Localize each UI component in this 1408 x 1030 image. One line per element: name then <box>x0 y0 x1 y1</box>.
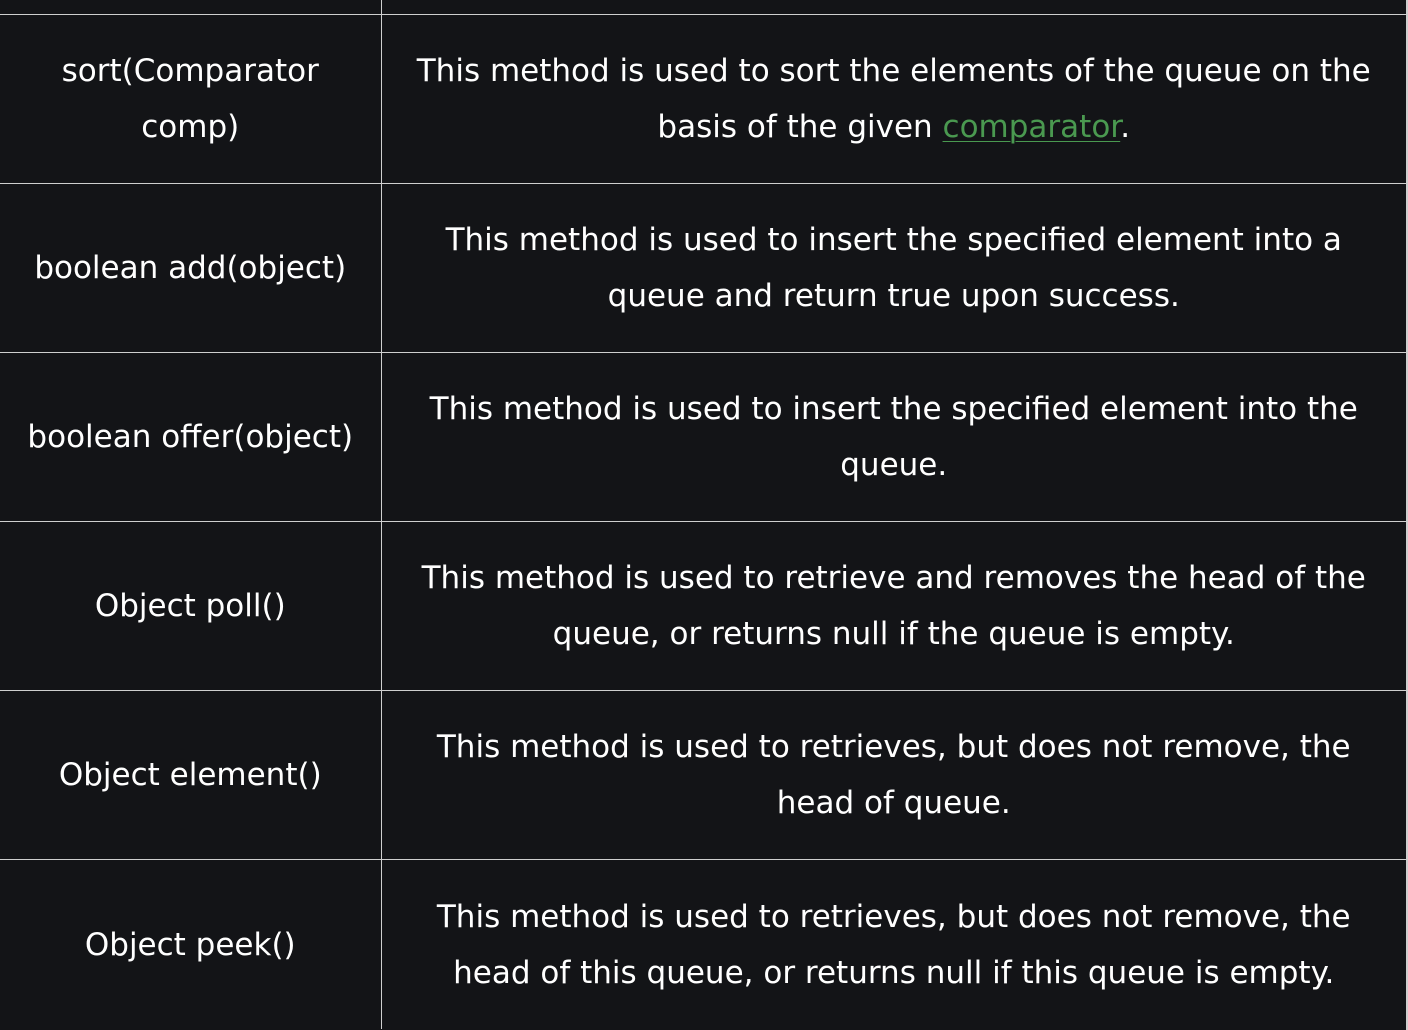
method-description: This method is used to insert the specif… <box>445 222 1342 314</box>
method-cell: sort(Comparator comp) <box>0 15 382 184</box>
table-row: boolean add(object) This method is used … <box>0 183 1406 353</box>
method-description: This method is used to insert the specif… <box>429 391 1358 483</box>
table-row: boolean offer(object) This method is use… <box>0 352 1406 522</box>
method-signature: sort(Comparator comp) <box>61 53 319 145</box>
column-divider <box>381 0 382 14</box>
method-signature: boolean add(object) <box>34 250 347 286</box>
method-description: This method is used to retrieve and remo… <box>421 560 1366 652</box>
method-cell: Object peek() <box>0 859 382 1029</box>
method-signature: Object poll() <box>94 588 286 624</box>
method-description: This method is used to retrieves, but do… <box>436 729 1351 821</box>
method-description: This method is used to sort the elements… <box>416 53 1371 145</box>
method-signature: boolean offer(object) <box>27 419 354 455</box>
methods-table: sort(Comparator comp) This method is use… <box>0 15 1406 1029</box>
description-cell: This method is used to retrieve and remo… <box>381 521 1406 691</box>
previous-row-stub <box>0 0 1406 15</box>
method-signature: Object element() <box>58 757 322 793</box>
table-row: Object poll() This method is used to ret… <box>0 521 1406 691</box>
description-cell: This method is used to sort the elements… <box>381 15 1406 184</box>
description-cell: This method is used to retrieves, but do… <box>381 690 1406 860</box>
description-cell: This method is used to insert the specif… <box>381 352 1406 522</box>
table-row: sort(Comparator comp) This method is use… <box>0 15 1406 184</box>
method-signature: Object peek() <box>84 926 296 963</box>
method-cell: Object poll() <box>0 521 382 691</box>
description-cell: This method is used to retrieves, but do… <box>381 860 1406 1030</box>
method-description: This method is used to retrieves, but do… <box>436 898 1351 991</box>
method-cell: boolean add(object) <box>0 183 382 353</box>
method-cell: Object element() <box>0 690 382 860</box>
method-cell: boolean offer(object) <box>0 352 382 522</box>
comparator-link[interactable]: comparator <box>942 109 1121 145</box>
table-row: Object peek() This method is used to ret… <box>0 859 1406 1030</box>
description-suffix: . <box>1120 109 1131 145</box>
table-row: Object element() This method is used to … <box>0 690 1406 860</box>
description-cell: This method is used to insert the specif… <box>381 183 1406 353</box>
